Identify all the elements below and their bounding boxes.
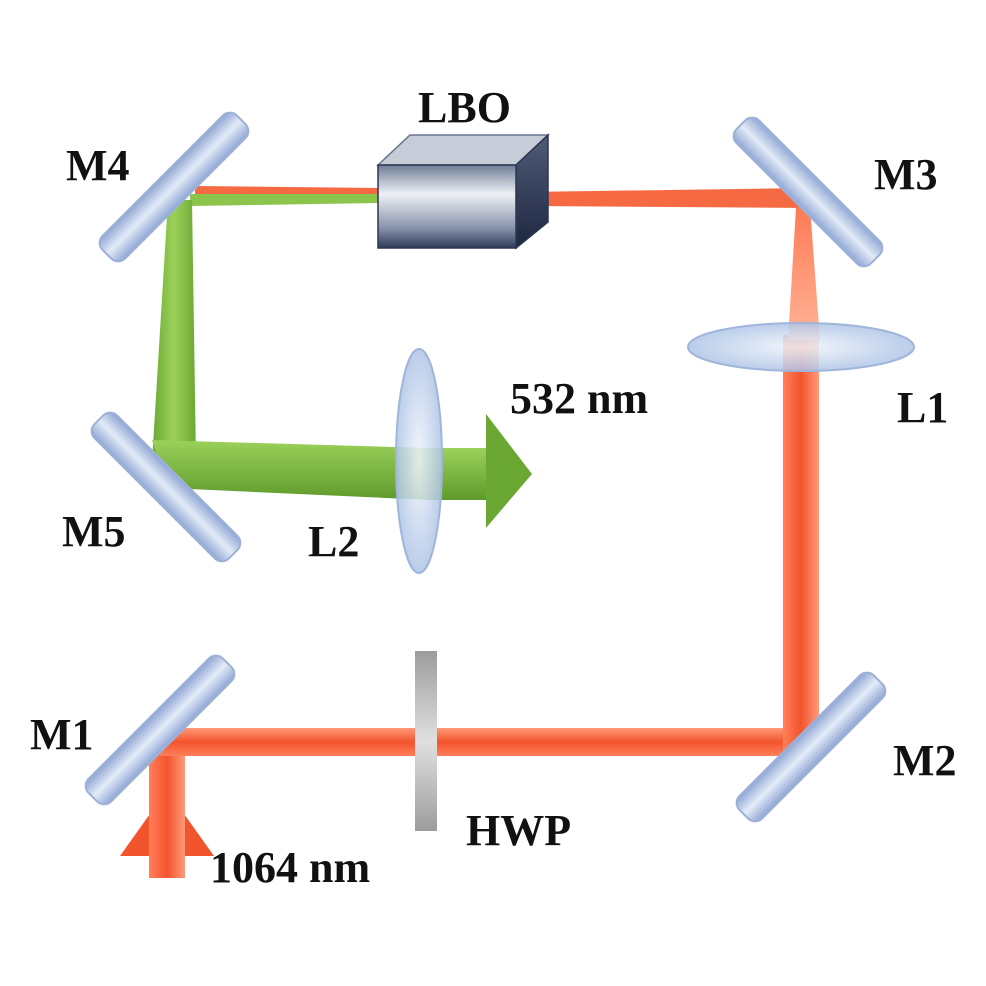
label-m1: M1: [30, 710, 94, 759]
label-hwp: HWP: [466, 806, 571, 855]
ir-beam-lbo-m4: [195, 186, 380, 196]
label-lbo: LBO: [418, 83, 511, 132]
green-beam-m5-l2: [152, 440, 430, 500]
lens-l2: [395, 348, 443, 574]
mirror-m5: [90, 411, 242, 563]
green-beam-m4-m5: [152, 200, 196, 462]
lbo-crystal: [376, 133, 550, 250]
label-m2: M2: [893, 736, 957, 785]
ir-beam-m2-l1: [783, 335, 819, 753]
ir-beam-m1-m2: [160, 728, 810, 756]
green-output-arrow: [486, 414, 532, 528]
label-l1: L1: [897, 383, 948, 432]
green-beam-lbo-m4: [190, 194, 380, 206]
label-l2: L2: [308, 517, 359, 566]
label-1064nm: 1064 nm: [210, 843, 370, 892]
lens-l1: [687, 322, 915, 372]
ir-beam-m3-lbo: [526, 188, 812, 208]
mirror-m3: [732, 116, 884, 268]
label-m4: M4: [66, 141, 130, 190]
ir-input-beam: [149, 740, 185, 878]
mirror-m1: [84, 654, 236, 806]
label-m5: M5: [62, 507, 126, 556]
half-wave-plate: [415, 651, 437, 831]
mirror-m4: [98, 111, 250, 263]
label-m3: M3: [874, 150, 938, 199]
ir-beam-l1-m3: [788, 208, 820, 340]
label-532nm: 532 nm: [510, 374, 648, 423]
mirror-m2: [735, 671, 887, 823]
